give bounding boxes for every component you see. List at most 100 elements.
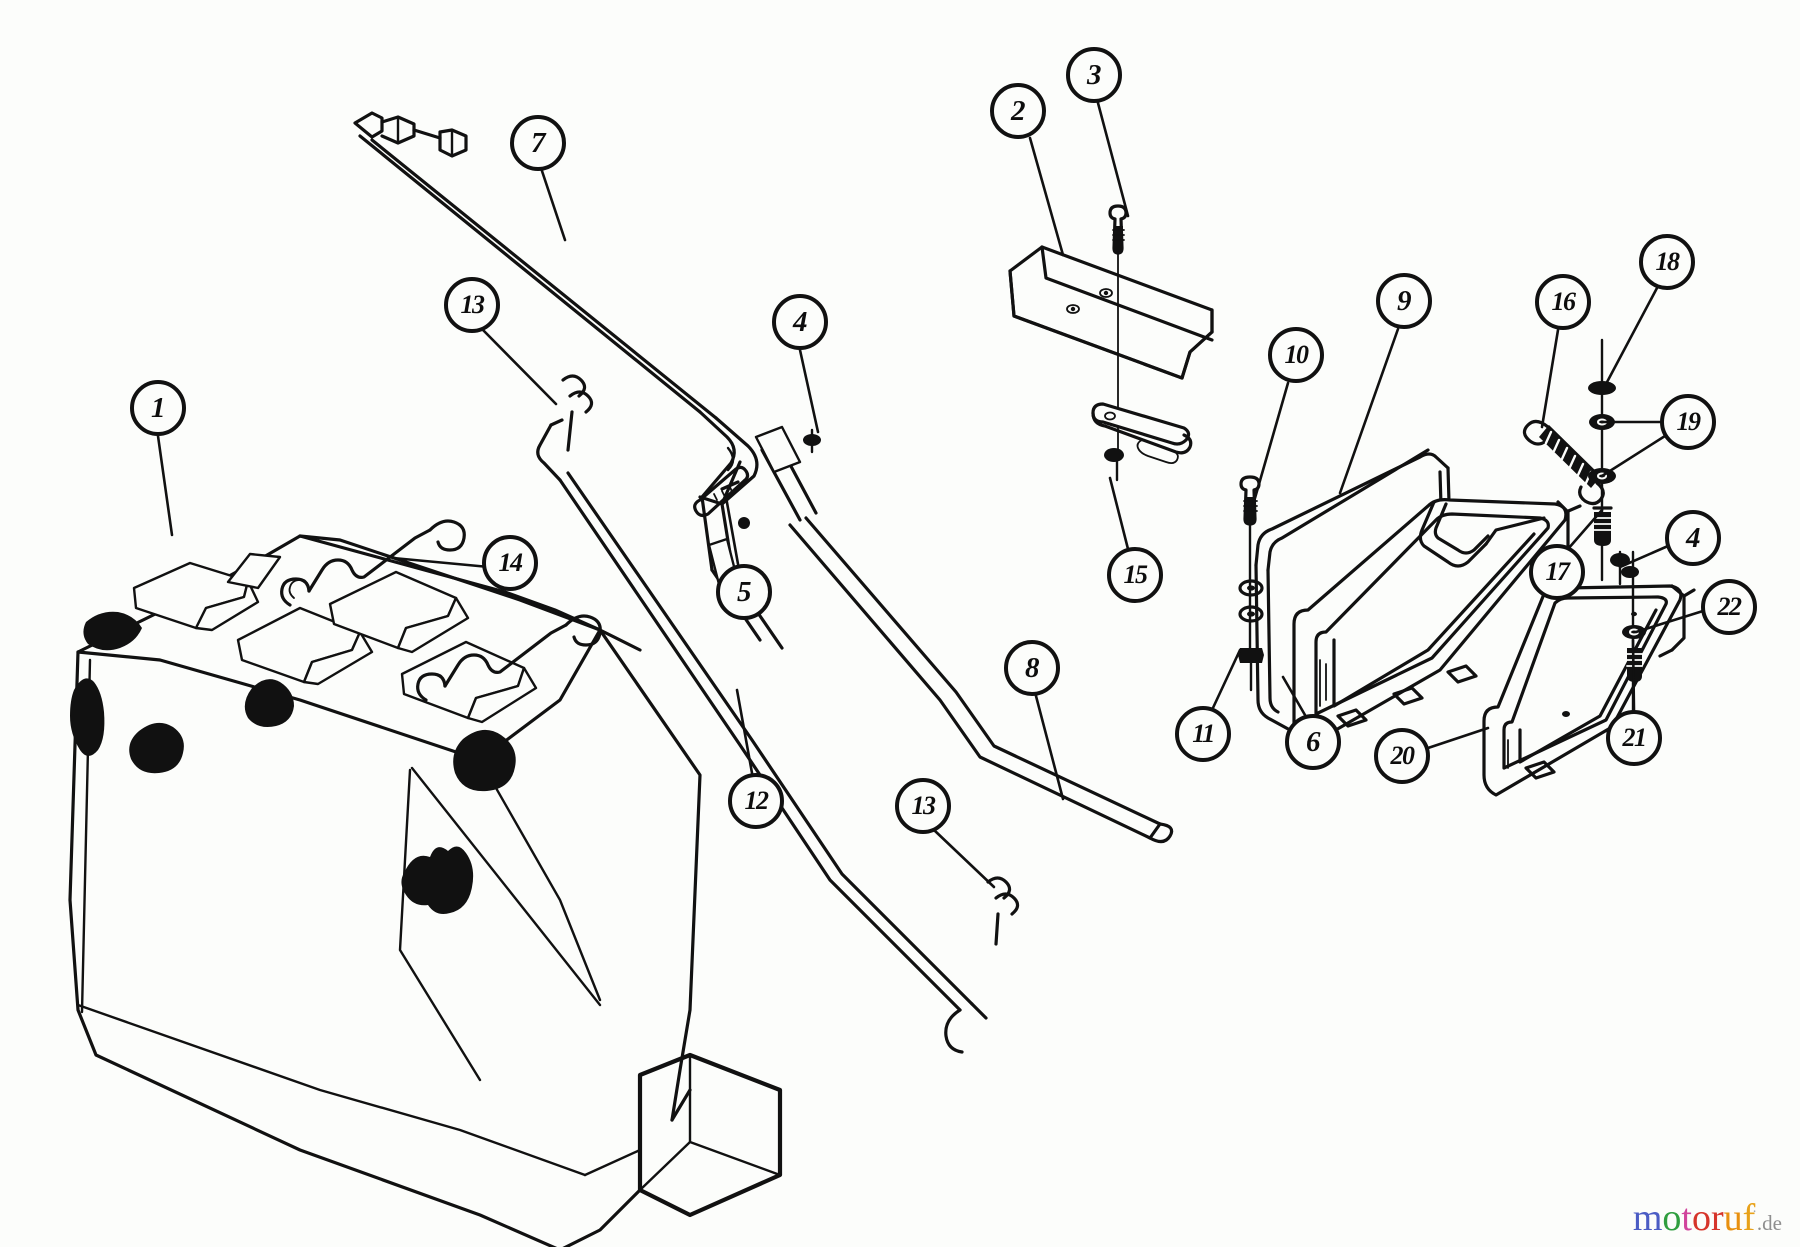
bag-top-brackets [132, 552, 538, 724]
callout-balloon-7[interactable]: 7 [510, 115, 566, 171]
cotter-pin-lower [986, 876, 1020, 946]
leader-line [798, 348, 820, 434]
leader-line [481, 328, 558, 406]
callout-number: 20 [1390, 741, 1416, 770]
nut-4b [1104, 448, 1124, 482]
callout-number: 9 [1397, 284, 1412, 317]
cotter-pin-upper [561, 374, 594, 452]
leader-line [1210, 648, 1242, 712]
leader-line [1634, 609, 1705, 634]
callout-number: 4 [1686, 521, 1701, 554]
callout-balloon-13[interactable]: 13 [444, 277, 500, 333]
callout-balloon-1[interactable]: 1 [130, 380, 186, 436]
leader-line [391, 556, 491, 569]
channel-bracket-2 [1008, 245, 1214, 380]
callout-balloon-18[interactable]: 18 [1639, 234, 1695, 290]
nut-11 [1238, 648, 1264, 692]
callout-number: 2 [1011, 94, 1026, 127]
extension-spring-16 [1522, 419, 1605, 506]
callout-balloon-13[interactable]: 13 [895, 778, 951, 834]
callout-number: 7 [531, 126, 546, 159]
callout-balloon-12[interactable]: 12 [728, 773, 784, 829]
motoruf-watermark: motoruf·.de [1633, 1199, 1782, 1237]
callout-number: 1 [151, 391, 166, 424]
callout-number: 4 [793, 305, 808, 338]
callout-number: 14 [498, 548, 524, 577]
deflector-door-6 [1292, 498, 1582, 748]
lower-plate-20 [1482, 584, 1696, 797]
leader-line [1600, 434, 1667, 478]
leader-line [1108, 476, 1130, 551]
callout-balloon-15[interactable]: 15 [1107, 547, 1163, 603]
leader-line [1096, 101, 1130, 218]
callout-balloon-11[interactable]: 11 [1175, 706, 1231, 762]
watermark-letter: m [1632, 1197, 1663, 1239]
callout-number: 5 [737, 575, 752, 608]
fastener-stack-plate [1621, 550, 1646, 718]
callout-leader-lines [156, 101, 1705, 889]
callout-balloon-21[interactable]: 21 [1606, 710, 1662, 766]
callout-balloon-17[interactable]: 17 [1529, 544, 1585, 600]
callout-balloon-6[interactable]: 6 [1285, 714, 1341, 770]
callout-balloon-8[interactable]: 8 [1004, 640, 1060, 696]
callout-number: 22 [1717, 592, 1743, 621]
bolt-5 [693, 465, 750, 518]
nut-4a [803, 428, 821, 454]
watermark-letter: o [1691, 1197, 1711, 1239]
callout-balloon-10[interactable]: 10 [1268, 327, 1324, 383]
watermark-letter: o [1662, 1197, 1682, 1239]
leader-line [1566, 508, 1604, 551]
callout-balloon-16[interactable]: 16 [1535, 274, 1591, 330]
callout-balloon-5[interactable]: 5 [716, 564, 772, 620]
leader-line [1540, 328, 1560, 429]
callout-number: 15 [1123, 560, 1149, 589]
callout-balloon-19[interactable]: 19 [1660, 394, 1716, 450]
leader-line [1338, 327, 1400, 495]
leader-line [1281, 675, 1307, 717]
watermark-letter: u [1723, 1197, 1743, 1239]
callout-number: 13 [460, 290, 486, 319]
callout-number: 18 [1655, 247, 1681, 276]
callout-number: 17 [1545, 557, 1571, 586]
leader-line [1631, 638, 1636, 713]
leader-line [540, 169, 567, 242]
leader-line [1604, 286, 1659, 386]
leader-line [932, 828, 996, 889]
grass-bag-body [68, 534, 783, 1247]
callout-balloon-14[interactable]: 14 [482, 535, 538, 591]
wire-hook-lower [416, 614, 602, 702]
watermark-suffix: .de [1756, 1211, 1782, 1235]
leader-line [1426, 726, 1490, 750]
callout-number: 21 [1622, 723, 1648, 752]
leader-line [156, 434, 174, 537]
leader-line [724, 495, 740, 566]
callout-balloon-4[interactable]: 4 [1665, 510, 1721, 566]
discharge-rod-8 [754, 425, 1174, 844]
callout-balloon-4[interactable]: 4 [772, 294, 828, 350]
leader-line [1618, 544, 1670, 569]
watermark-letter: f [1742, 1197, 1756, 1239]
watermark-letter: t [1681, 1197, 1692, 1239]
callout-balloon-2[interactable]: 2 [990, 83, 1046, 139]
callout-number: 19 [1676, 407, 1702, 436]
wire-hook-upper [280, 519, 466, 607]
callout-number: 12 [744, 786, 770, 815]
leader-line [1251, 381, 1290, 507]
callout-number: 8 [1025, 651, 1040, 684]
callout-balloon-22[interactable]: 22 [1701, 579, 1757, 635]
callout-number: 10 [1284, 340, 1310, 369]
callout-balloon-20[interactable]: 20 [1374, 728, 1430, 784]
washers-on-rod-10 [1238, 579, 1264, 623]
watermark-letter: r [1710, 1197, 1724, 1239]
callout-balloon-9[interactable]: 9 [1376, 273, 1432, 329]
leader-line [1028, 136, 1065, 257]
callout-number: 6 [1306, 725, 1321, 758]
callout-balloon-3[interactable]: 3 [1066, 47, 1122, 103]
leader-line [735, 688, 754, 775]
leader-line [1034, 694, 1065, 801]
flat-link-15 [1091, 402, 1193, 465]
callout-number: 11 [1192, 719, 1215, 748]
callout-number: 16 [1551, 287, 1577, 316]
